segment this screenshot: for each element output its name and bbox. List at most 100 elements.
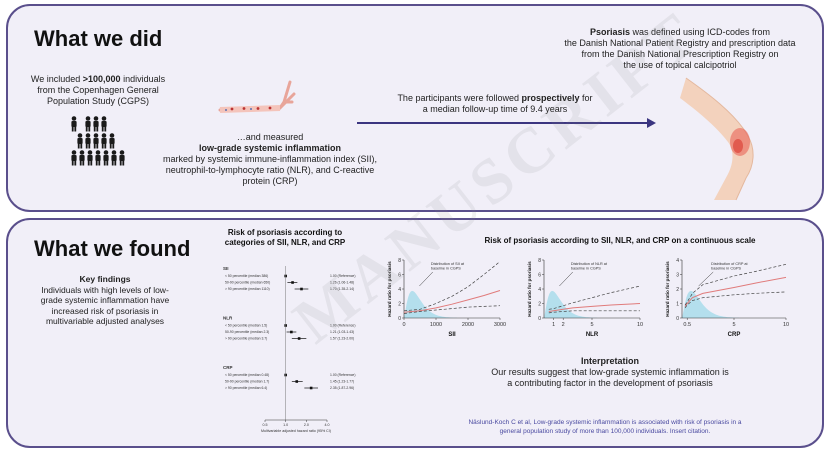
forest-group-label: SII bbox=[223, 266, 229, 271]
forest-point bbox=[291, 281, 294, 284]
cite-line2: general population study of more than 10… bbox=[499, 428, 711, 435]
what-we-found-panel bbox=[6, 218, 824, 448]
y-tick-label: 4 bbox=[538, 287, 541, 293]
forest-row-label: 50-90 percentile (median 1.7) bbox=[225, 380, 269, 384]
y-tick-label: 0 bbox=[538, 316, 541, 322]
forest-row-estimate: 2.35 (1.87-2.96) bbox=[330, 386, 354, 390]
x-tick-label: 2000 bbox=[462, 322, 474, 328]
psoriasis-line4: the use of topical calcipotriol bbox=[623, 60, 737, 70]
interpretation-title: Interpretation bbox=[580, 356, 639, 366]
forest-point bbox=[300, 287, 303, 291]
forest-row-label: > 90 percentile (median 6.4) bbox=[225, 386, 267, 390]
forest-title-line1: Risk of psoriasis according to bbox=[227, 228, 343, 237]
x-tick-label: 10 bbox=[783, 322, 789, 328]
forest-row-estimate: 1.57 (1.23-2.00) bbox=[330, 337, 354, 341]
distribution-area bbox=[682, 290, 740, 318]
psoriasis-line2: the Danish National Patient Registry and… bbox=[564, 38, 796, 48]
cohort-line3: Population Study (CGPS) bbox=[46, 96, 150, 106]
forest-row-label: 50-90 percentile (median 2.3) bbox=[225, 330, 269, 334]
cohort-text: We included >100,000 individuals from th… bbox=[18, 74, 178, 107]
forest-point bbox=[309, 386, 313, 390]
y-axis-label: Hazard ratio for psoriasis bbox=[665, 261, 670, 317]
forest-row-estimate: 1.21 (1.03-1.43) bbox=[330, 330, 354, 334]
series-line bbox=[684, 263, 787, 306]
forest-x-axis-label: Multivariable adjusted hazard ratio (95%… bbox=[261, 429, 331, 433]
blood-vessel-icon bbox=[218, 80, 296, 113]
what-we-found-heading: What we found bbox=[34, 236, 191, 261]
distribution-annotation: Distribution of CRP at bbox=[711, 262, 748, 266]
y-tick-label: 0 bbox=[398, 316, 401, 322]
cohort-bold: >100,000 bbox=[82, 74, 121, 84]
cohort-pre: We included bbox=[30, 74, 83, 84]
y-tick-label: 4 bbox=[676, 258, 679, 264]
measured-text: …and measured low-grade systemic inflamm… bbox=[150, 132, 390, 187]
key-line4: multivariable adjusted analyses bbox=[45, 316, 165, 326]
forest-row-label: < 50 percentile (median 1.5) bbox=[225, 324, 267, 328]
x-tick-label: 0.5 bbox=[683, 322, 691, 328]
series-line bbox=[548, 303, 641, 312]
forest-row-estimate: 1.45 (1.23-1.77) bbox=[330, 380, 354, 384]
forest-x-tick-label: 4.0 bbox=[325, 423, 330, 427]
y-tick-label: 0 bbox=[676, 316, 679, 322]
measured-pre: …and measured bbox=[236, 132, 304, 142]
distribution-area bbox=[544, 290, 597, 318]
distribution-annotation: baseline in CGPS bbox=[431, 267, 461, 271]
y-tick-label: 2 bbox=[676, 287, 679, 293]
y-tick-label: 2 bbox=[538, 301, 541, 307]
forest-title-line2: categories of SII, NLR, and CRP bbox=[224, 238, 346, 247]
forest-row-label: > 90 percentile (median 1110) bbox=[225, 287, 270, 291]
forest-plot-svg: SII < 50 percentile (median 386) 1.00 (Ref… bbox=[223, 266, 355, 433]
arm-psoriasis-icon bbox=[680, 77, 754, 201]
series-line bbox=[684, 291, 787, 309]
forest-row-label: < 50 percentile (median 0.48) bbox=[225, 373, 269, 377]
x-tick-label: 5 bbox=[732, 322, 735, 328]
series-line bbox=[403, 305, 501, 314]
forest-row-label: < 50 percentile (median 386) bbox=[225, 274, 268, 278]
forest-plot: SII < 50 percentile (median 386) 1.00 (Ref… bbox=[222, 264, 372, 436]
interpretation-text: Interpretation Our results suggest that … bbox=[470, 356, 750, 389]
annotation-pointer bbox=[698, 271, 714, 287]
x-tick-label: 1 bbox=[552, 322, 555, 328]
y-tick-label: 8 bbox=[398, 258, 401, 264]
psoriasis-bold: Psoriasis bbox=[589, 27, 630, 37]
y-tick-label: 8 bbox=[538, 258, 541, 264]
measured-line3: protein (CRP) bbox=[242, 176, 298, 186]
forest-x-tick-label: 1.0 bbox=[283, 423, 288, 427]
forest-row-estimate: 1.00 (Reference) bbox=[330, 373, 355, 377]
distribution-annotation: Distribution of SII at bbox=[431, 262, 465, 266]
followup-bold: prospectively bbox=[521, 93, 580, 103]
annotation-pointer bbox=[419, 271, 433, 287]
forest-row-estimate: 1.26 (1.06-1.48) bbox=[330, 281, 354, 285]
forest-plot-title: Risk of psoriasis according to categorie… bbox=[215, 228, 355, 248]
followup-pre: The participants were followed bbox=[397, 93, 522, 103]
y-tick-label: 6 bbox=[398, 272, 401, 278]
continuous-plot-title: Risk of psoriasis according to SII, NLR,… bbox=[484, 236, 756, 245]
series-line bbox=[684, 276, 787, 307]
measured-line2: neutrophil-to-lymphocyte ratio (NLR), an… bbox=[165, 165, 375, 175]
y-axis-label: Hazard ratio for psoriasis bbox=[387, 261, 392, 317]
distribution-annotation: baseline in CGPS bbox=[711, 267, 741, 271]
psoriasis-definition-text: Psoriasis was defined using ICD-codes fr… bbox=[560, 27, 800, 71]
key-line3: increased risk of psoriasis in bbox=[51, 305, 159, 316]
forest-point bbox=[295, 380, 299, 383]
key-line2: grade systemic inflammation have bbox=[40, 295, 170, 305]
key-findings-text: Key findings Individuals with high level… bbox=[30, 274, 180, 327]
followup-text: The participants were followed prospecti… bbox=[380, 93, 610, 115]
psoriasis-line3: from the Danish National Prescription Re… bbox=[581, 49, 779, 59]
forest-group-label: NLR bbox=[223, 316, 233, 321]
x-axis-label: NLR bbox=[586, 332, 599, 338]
y-axis-label: Hazard ratio for psoriasis bbox=[527, 261, 532, 317]
series-line bbox=[403, 261, 501, 312]
timeline-arrow-icon bbox=[357, 118, 656, 128]
x-tick-label: 0 bbox=[402, 322, 405, 328]
forest-x-tick-label: 0.5 bbox=[263, 423, 268, 427]
x-tick-label: 10 bbox=[637, 322, 643, 328]
forest-row-label: > 90 percentile (median 3.7) bbox=[225, 337, 267, 341]
forest-row-estimate: 1.00 (Reference) bbox=[330, 324, 355, 328]
forest-row-label: 50-90 percentile (median 650) bbox=[225, 281, 270, 285]
y-tick-label: 2 bbox=[398, 301, 401, 307]
citation-text: Näslund-Koch C et al, Low-grade systemic… bbox=[405, 418, 805, 436]
psoriasis-post: was defined using ICD-codes from bbox=[629, 27, 771, 37]
